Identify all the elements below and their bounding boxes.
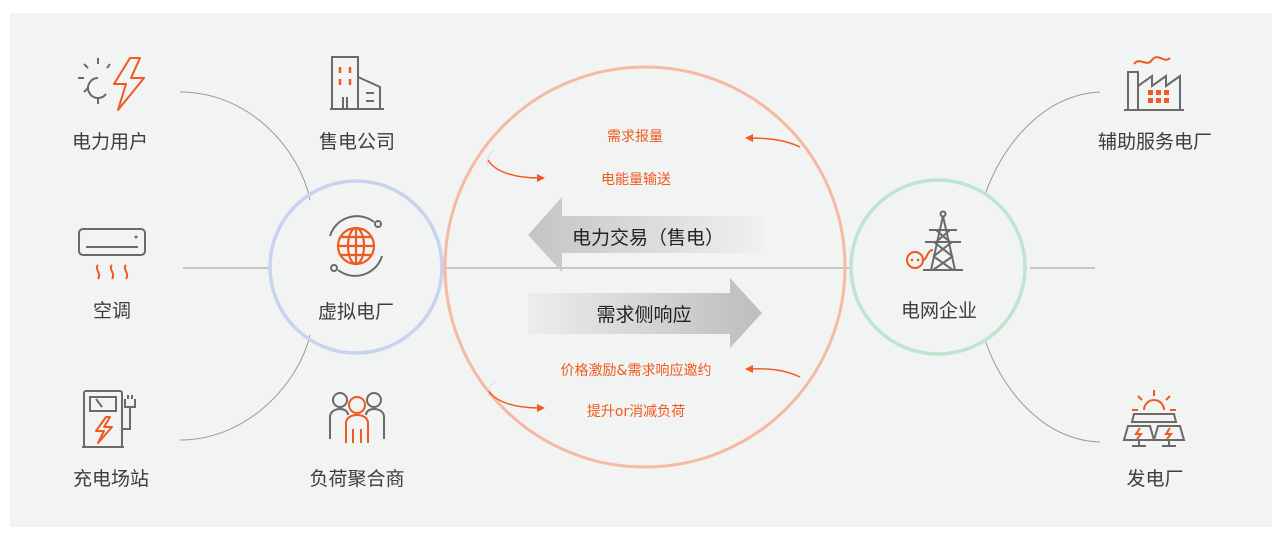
node-power-user: 电力用户 [71,131,149,153]
connector-power-plant [984,339,1101,443]
node-sales-company: 售电公司 [318,131,396,153]
flow-demand-bid: 需求报量 [607,129,663,145]
node-charging-station: 充电场站 [72,468,150,490]
node-power-plant: 发电厂 [1126,468,1184,490]
flow-load-adjust: 提升or消减负荷 [586,404,686,420]
factory-icon [1124,56,1184,111]
trade-arrow-label: 电力交易（售电） [571,227,725,249]
globe-icon [329,215,383,277]
arrow-price-incentive [747,368,801,378]
charging-station-icon [82,390,136,448]
node-aux-plant: 辅助服务电厂 [1097,131,1213,153]
flow-price-incentive: 价格激励&需求响应邀约 [560,363,712,379]
flow-arrows [487,134,801,412]
connector-charging-station [179,334,311,441]
transmission-tower-icon [906,210,963,271]
node-grid: 电网企业 [900,300,978,322]
node-vpp: 虚拟电厂 [317,301,395,323]
arrow-load-adjust [487,389,541,409]
grid-ring [849,178,1027,356]
sun-lightning-icon [78,57,145,111]
connector-power-user [179,91,311,201]
air-conditioner-icon [78,228,146,280]
node-load-aggregator: 负荷聚合商 [309,468,405,490]
trade-arrow [528,197,762,272]
demand-response-arrow-label: 需求侧响应 [596,304,692,326]
flow-energy-transfer: 电能量输送 [601,172,671,188]
arrow-energy-transfer [487,159,541,179]
vpp-ring [268,179,444,355]
demand-response-arrow [528,278,762,348]
arrow-demand-bid [747,137,801,148]
connector-aux-plant [984,91,1101,196]
node-air-conditioner: 空调 [92,300,132,322]
center-ring [443,65,847,469]
connector-lines [179,91,1101,443]
solar-plant-icon [1122,390,1186,447]
people-group-icon [329,392,385,443]
building-icon [330,56,384,110]
